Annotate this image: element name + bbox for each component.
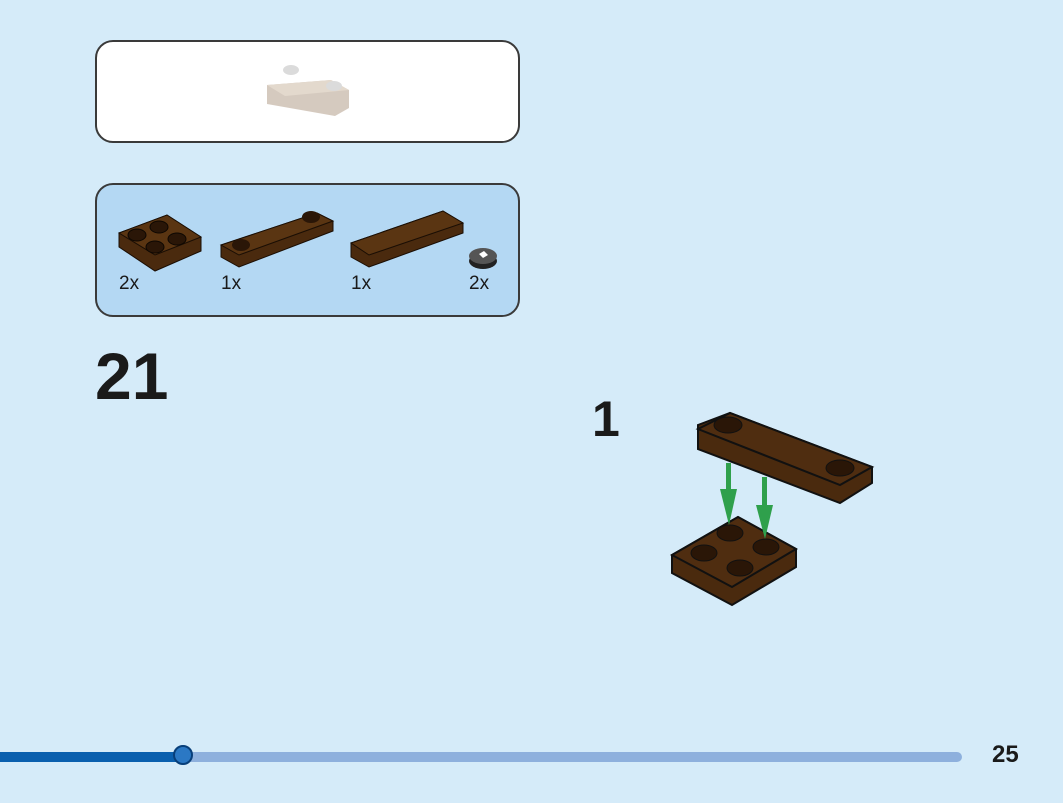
plate-2x2-part	[669, 515, 799, 607]
build-illustration	[669, 411, 875, 607]
green-arrow-icon	[756, 477, 773, 539]
substep-number: 1	[592, 391, 620, 447]
submodel-callout	[95, 40, 520, 143]
progress-track	[0, 752, 962, 762]
part-qty: 2x	[119, 273, 140, 294]
page-number: 25	[992, 741, 1019, 768]
submodel-preview-image	[267, 65, 349, 116]
plate-1x4-part	[695, 411, 875, 505]
part-qty: 2x	[469, 273, 490, 294]
progress-fill	[0, 752, 183, 762]
part-qty: 1x	[221, 273, 242, 294]
parts-list-callout: 2x 1x 1x 2x	[95, 183, 520, 317]
progress-handle[interactable]	[172, 745, 193, 765]
round-tile-icon	[469, 248, 497, 269]
part-qty: 1x	[351, 273, 372, 294]
plate-1x4-icon	[219, 211, 335, 268]
plate-2x2-icon	[117, 214, 203, 272]
tile-1x4-icon	[349, 210, 465, 268]
green-arrow-icon	[720, 463, 737, 525]
step-number: 21	[95, 339, 169, 413]
